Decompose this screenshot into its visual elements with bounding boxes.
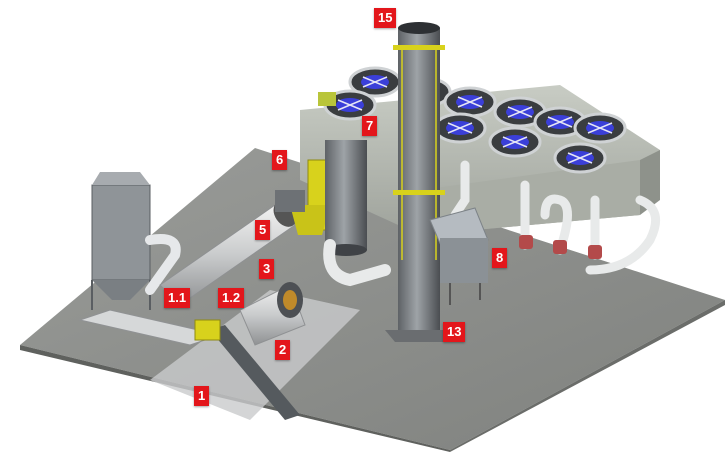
label-5: 5 — [255, 220, 271, 240]
hot-gas-duct — [323, 239, 391, 287]
dryer-drum — [239, 282, 306, 346]
scrubber-unit — [429, 207, 489, 305]
combustion-tower — [325, 140, 367, 256]
label-13: 13 — [443, 322, 466, 342]
main-stack — [385, 22, 460, 342]
cyclone-separator — [275, 159, 331, 235]
label-1-2: 1.2 — [218, 288, 245, 308]
cooler-pipes — [450, 160, 661, 275]
label-7: 7 — [362, 116, 378, 136]
cooler-fan — [553, 142, 607, 174]
label-8: 8 — [492, 248, 508, 268]
label-1: 1 — [194, 386, 210, 406]
cooler-fan — [443, 86, 497, 118]
cooler-fan — [493, 96, 547, 128]
deck-equipment — [318, 92, 336, 106]
cooler-fan — [323, 89, 377, 121]
cooler-fan — [488, 126, 542, 158]
label-15: 15 — [374, 8, 397, 28]
label-2: 2 — [275, 340, 291, 360]
label-3: 3 — [259, 259, 275, 279]
cooler-pipe-caps — [519, 235, 602, 259]
cooler-fan — [433, 112, 487, 144]
baghouse-duct — [145, 234, 181, 295]
label-6: 6 — [272, 150, 288, 170]
label-1-1: 1.1 — [164, 288, 191, 308]
cooler-fan — [573, 112, 627, 144]
incline-conveyor — [194, 319, 300, 420]
baghouse-filter — [91, 172, 151, 310]
